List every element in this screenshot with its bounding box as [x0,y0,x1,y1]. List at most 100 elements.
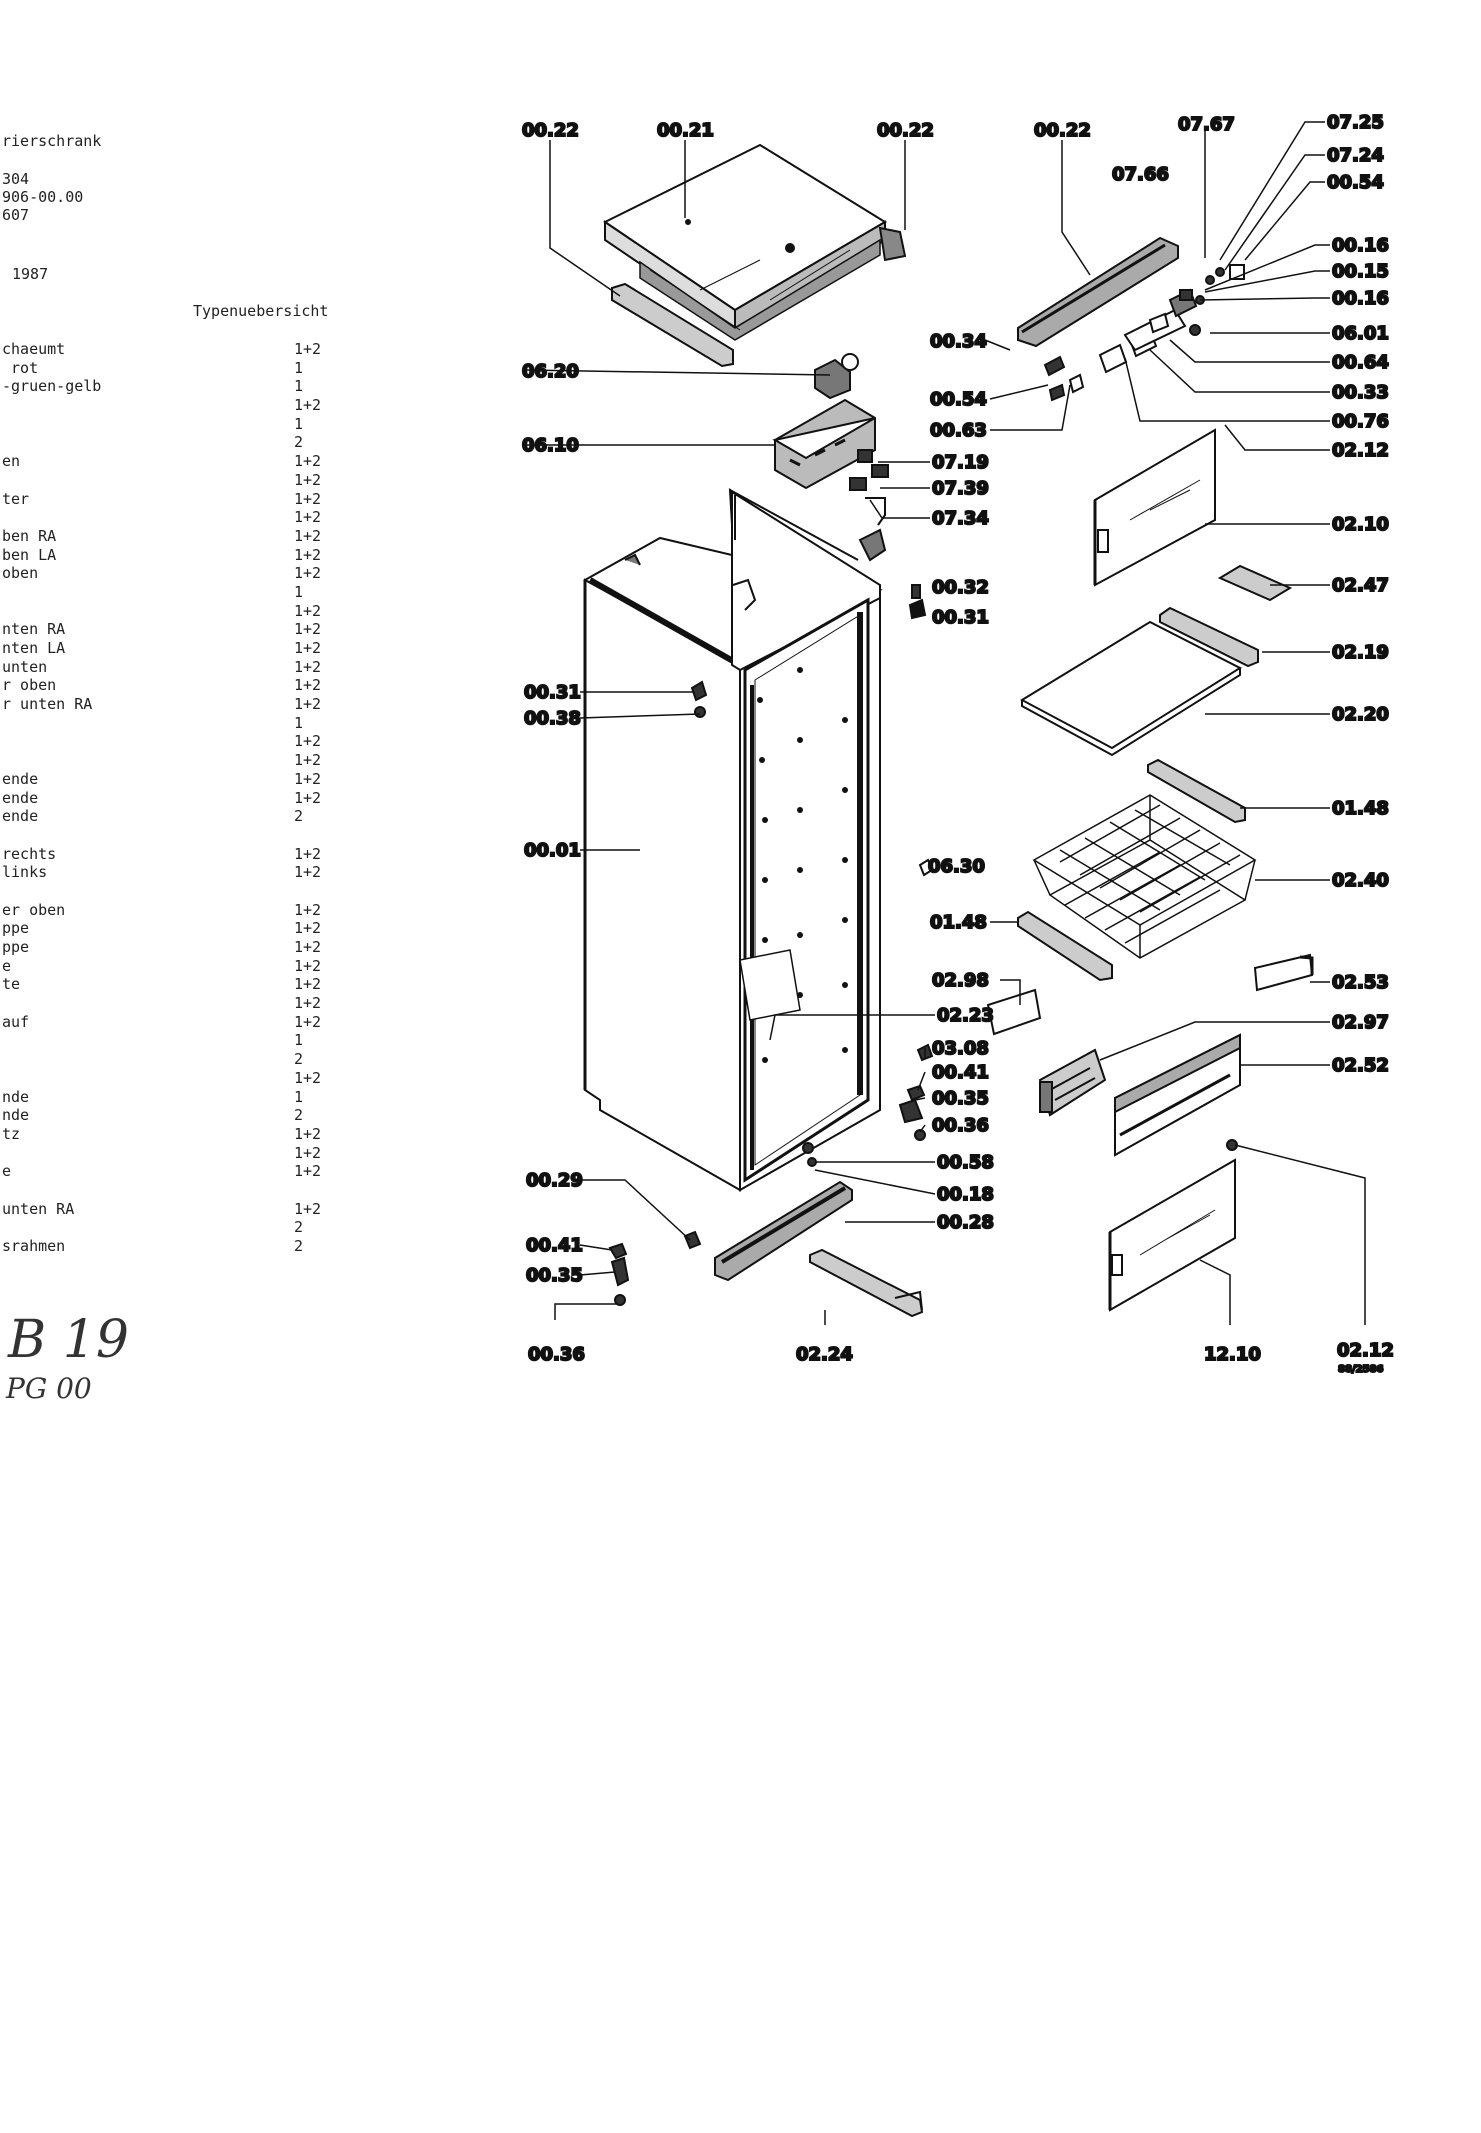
callout-00-15: 00.15 [1332,261,1389,282]
door-handle-part [1217,564,1293,602]
callout-00-54-top: 00.54 [1327,172,1384,193]
flap-part [1253,953,1314,992]
parts-row-type: 1+2 [294,844,322,863]
callout-03-08: 03.08 [932,1038,989,1059]
parts-row-desc: r unten RA [2,695,93,714]
callout-02-24: 02.24 [796,1344,853,1365]
parts-row-desc: unten [2,657,48,676]
callout-00-29: 00.29 [526,1170,583,1191]
top-rail-left [611,282,734,368]
callout-06-30: 06.30 [928,856,985,877]
doc-number-2: 906-00.00 [2,188,84,206]
callout-02-20: 02.20 [1332,704,1389,725]
parts-row-type: 1+2 [294,1068,322,1087]
parts-row-desc: rot [2,358,39,377]
parts-row-desc: -gruen-gelb [2,377,102,396]
title-fragment: rierschrank [2,132,102,150]
parts-row-desc: ben LA [2,545,57,564]
callout-00-22-left: 00.22 [522,120,579,141]
parts-row-type: 1+2 [294,489,322,508]
callout-00-32: 00.32 [932,577,989,598]
lamp-holder-part [814,353,859,400]
top-rail-right-clip [878,226,907,262]
parts-row-type: 2 [294,1218,304,1237]
parts-row-type: 2 [294,1237,304,1255]
callout-00-38: 00.38 [524,708,581,729]
callout-00-28: 00.28 [937,1212,994,1233]
parts-row-type: 1+2 [294,545,322,564]
callout-00-21: 00.21 [657,120,714,141]
bottom-kickplate [714,1180,853,1282]
callout-00-58: 00.58 [937,1152,994,1173]
callout-01-48-left: 01.48 [930,912,987,933]
cabinet-body [582,488,887,1192]
parts-row-desc: er oben [2,900,66,919]
parts-row-type: 2 [294,1050,304,1069]
callout-06-10: 06.10 [522,435,579,456]
parts-row-type: 1 [294,358,304,377]
parts-row-desc: nten LA [2,639,66,657]
parts-row-type: 1+2 [294,938,322,956]
parts-row-desc: chaeumt [2,340,66,358]
parts-row-type: 1+2 [294,1162,322,1181]
callout-00-22-mid: 00.22 [877,120,934,141]
parts-row-type: 1+2 [294,769,322,788]
small-switches [849,449,889,526]
parts-row-type: 1 [294,377,304,396]
callout-00-33: 00.33 [1332,382,1389,403]
parts-row-type: 1+2 [294,1199,322,1218]
parts-row-type: 1+2 [294,956,322,975]
callout-02-47: 02.47 [1332,575,1389,596]
small-panel-part [986,988,1042,1036]
parts-row-type: 2 [294,807,304,826]
callout-02-19: 02.19 [1332,642,1389,663]
clip-part [918,858,934,877]
callout-02-53: 02.53 [1332,972,1389,993]
doc-year: 1987 [12,265,49,283]
parts-row-type: 1+2 [294,508,322,527]
drawer-front-part [1114,1033,1241,1157]
parts-row-desc: tz [2,1124,21,1143]
callout-00-18: 00.18 [937,1184,994,1205]
wire-basket-part [1032,794,1257,959]
callout-02-10: 02.10 [1332,514,1389,535]
callout-00-22-right: 00.22 [1034,120,1091,141]
callout-00-31-right: 00.31 [932,607,989,628]
parts-row-type: 1+2 [294,732,322,751]
parts-row-type: 1 [294,1031,304,1050]
callout-00-34: 00.34 [930,331,987,352]
callout-07-19: 07.19 [932,452,989,473]
parts-row-desc: ppe [2,938,30,956]
bottom-small-parts [608,1043,934,1306]
callout-00-64: 00.64 [1332,352,1389,373]
parts-row-desc: nten RA [2,620,66,639]
parts-row-type: 1 [294,414,304,433]
callout-00-76: 00.76 [1332,411,1389,432]
callout-00-63: 00.63 [930,420,987,441]
callout-00-36-left: 00.36 [528,1344,585,1365]
parts-row-type: 1+2 [294,863,322,882]
parts-row-desc: nde [2,1106,30,1125]
parts-row-type: 1+2 [294,470,322,489]
parts-row-type: 1+2 [294,452,322,471]
parts-row-desc: links [2,863,48,882]
parts-row-type: 1+2 [294,1012,322,1031]
callout-00-31-left: 00.31 [524,682,581,703]
parts-row-desc: oben [2,564,39,583]
parts-row-desc: ter [2,489,30,508]
parts-row-type: 1+2 [294,639,322,657]
parts-row-desc: ben RA [2,526,57,545]
parts-row-desc: te [2,975,21,994]
callout-02-12-top: 02.12 [1332,440,1389,461]
parts-row-desc: nde [2,1087,30,1106]
parts-row-type: 1+2 [294,994,322,1013]
callout-07-24: 07.24 [1327,145,1384,166]
parts-row-desc: ende [2,769,39,788]
callout-00-41-right: 00.41 [932,1062,989,1083]
handwritten-group: PG 00 [6,1372,92,1405]
callout-00-36-right: 00.36 [932,1115,989,1136]
parts-row-type: 1 [294,713,304,732]
